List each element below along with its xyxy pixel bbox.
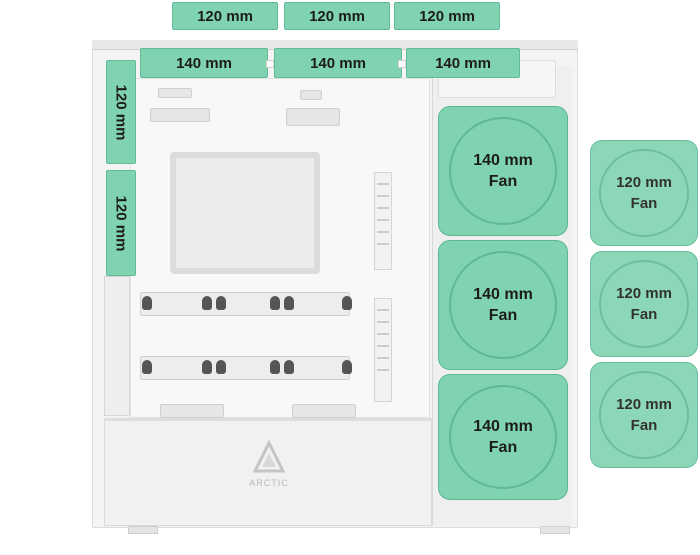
mount-spacer: [266, 60, 274, 68]
rear-mount-2: 120 mm: [106, 170, 136, 276]
mount-hole: [142, 296, 152, 310]
top-internal-mount-2: 140 mm: [274, 48, 402, 78]
top-external-mount-1: 120 mm: [172, 2, 278, 30]
tray-slot: [150, 108, 210, 122]
mount-label: 120 mm: [197, 7, 253, 25]
rear-mount-1: 120 mm: [106, 60, 136, 164]
cpu-cooler-cutout: [170, 152, 320, 274]
mount-hole: [202, 360, 212, 374]
case-foot: [128, 526, 158, 534]
mount-label: 120 mm: [419, 7, 475, 25]
mount-hole: [284, 360, 294, 374]
top-internal-mount-1: 140 mm: [140, 48, 268, 78]
mount-hole: [216, 296, 226, 310]
mount-label: 120 mm: [112, 84, 130, 140]
mount-label: 120 mm: [309, 7, 365, 25]
tray-slot: [292, 404, 356, 418]
fan-ring-icon: [449, 385, 557, 489]
tray-slot: [286, 108, 340, 126]
top-external-mount-2: 120 mm: [284, 2, 390, 30]
mount-label: 140 mm: [176, 54, 232, 72]
mount-spacer: [398, 60, 406, 68]
mount-hole: [270, 360, 280, 374]
mount-hole: [202, 296, 212, 310]
fan-ring-icon: [449, 117, 557, 225]
mount-hole: [284, 296, 294, 310]
mount-hole: [270, 296, 280, 310]
fan-ring-icon: [599, 371, 689, 459]
cable-rail: [374, 298, 392, 402]
expansion-slots: [104, 276, 130, 416]
mount-label: 140 mm: [435, 54, 491, 72]
case-foot: [540, 526, 570, 534]
mount-hole: [342, 360, 352, 374]
fan-ring-icon: [599, 260, 689, 348]
mount-hole: [142, 360, 152, 374]
mount-hole: [342, 296, 352, 310]
fan-ring-icon: [449, 251, 557, 359]
fan-ring-icon: [599, 149, 689, 237]
tray-bracket: [140, 292, 350, 316]
tray-slot: [158, 88, 192, 98]
tray-bracket: [140, 356, 350, 380]
brand-logo-text: ARCTIC: [249, 478, 289, 488]
mount-label: 120 mm: [112, 195, 130, 251]
arctic-logo-icon: [252, 440, 286, 473]
top-internal-mount-3: 140 mm: [406, 48, 520, 78]
mount-hole: [216, 360, 226, 374]
cable-rail: [374, 172, 392, 270]
top-external-mount-3: 120 mm: [394, 2, 500, 30]
tray-slot: [160, 404, 224, 418]
mount-label: 140 mm: [310, 54, 366, 72]
tray-slot: [300, 90, 322, 100]
